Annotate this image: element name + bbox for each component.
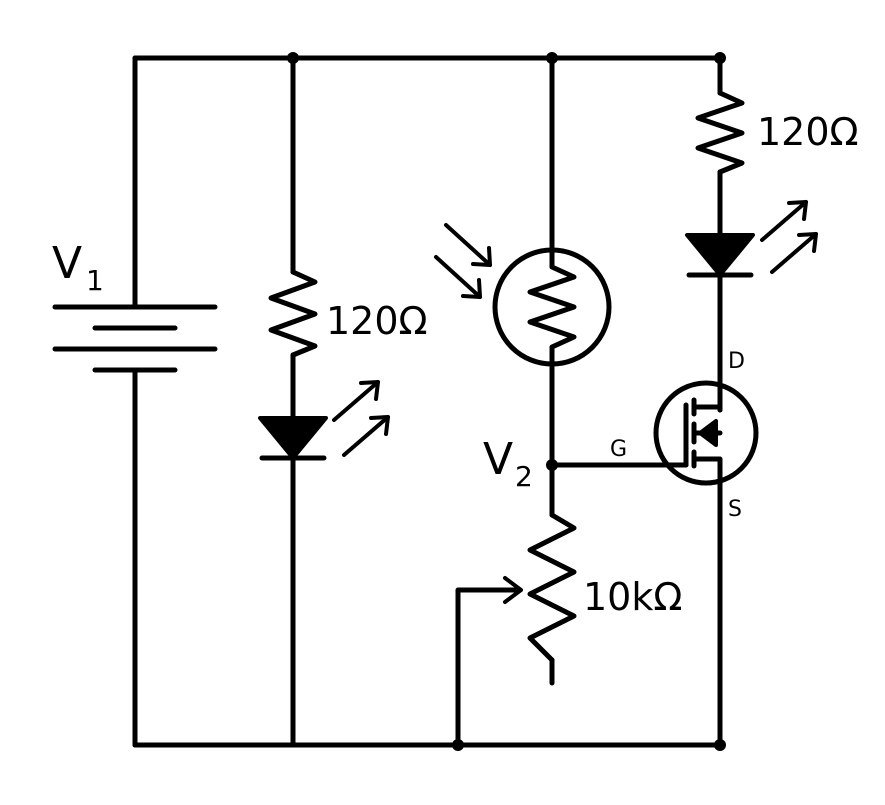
v1-label: V <box>52 238 82 289</box>
resistor-right: 120Ω <box>695 90 859 175</box>
led-right-arrow-1 <box>760 200 808 242</box>
junction-top-mid <box>546 52 558 64</box>
v1-subscript: 1 <box>86 264 104 297</box>
resistor-right-zigzag <box>695 90 745 175</box>
led-right-arrow-2-head <box>797 232 818 253</box>
resistor-right-label: 120Ω <box>757 110 859 154</box>
photoresistor-arrow-2-head <box>461 278 482 299</box>
led-left-arrow-1-head <box>359 380 380 401</box>
v2-label: V <box>483 434 513 485</box>
junction-top-right <box>714 52 726 64</box>
mosfet-source-stub <box>691 456 723 468</box>
wire-wiper <box>455 587 493 748</box>
potentiometer-zigzag <box>527 512 577 663</box>
led-left-arrow-2 <box>342 415 390 457</box>
led-right-triangle <box>685 233 755 277</box>
mosfet-circle <box>653 380 759 486</box>
junction-bottom-right <box>714 739 726 751</box>
resistor-left: 120Ω <box>268 269 428 358</box>
wires <box>132 55 723 748</box>
resistor-left-label: 120Ω <box>326 299 428 343</box>
mosfet-arrow <box>698 419 718 447</box>
v2-node-label: V 2 <box>483 434 533 493</box>
junction-top-left <box>287 52 299 64</box>
photoresistor <box>434 223 612 368</box>
junction-v2 <box>546 459 558 471</box>
mosfet: G D S <box>610 349 759 522</box>
mosfet-drain-stub <box>691 404 723 413</box>
led-left-arrow-1 <box>332 380 380 422</box>
led-left-arrow-2-head <box>369 415 390 436</box>
led-left <box>258 380 390 461</box>
junction-bottom-mid <box>452 739 464 751</box>
photoresistor-arrow-2 <box>434 255 482 299</box>
battery-v1: V 1 <box>52 238 218 373</box>
potentiometer-label: 10kΩ <box>583 575 682 619</box>
led-left-triangle <box>258 416 328 460</box>
potentiometer: 10kΩ <box>485 512 682 663</box>
led-right-arrow-1-head <box>787 200 808 221</box>
mosfet-source-label: S <box>728 497 742 522</box>
mosfet-drain-label: D <box>728 349 745 374</box>
photoresistor-arrow-1-head <box>471 246 492 267</box>
v2-subscript: 2 <box>515 460 533 493</box>
resistor-left-zigzag <box>268 269 318 358</box>
photoresistor-zigzag <box>527 247 577 368</box>
photoresistor-arrow-1 <box>444 223 492 267</box>
led-right-arrow-2 <box>770 232 818 274</box>
mosfet-gate-label: G <box>610 437 627 462</box>
led-right <box>685 200 818 278</box>
junctions <box>287 52 726 751</box>
